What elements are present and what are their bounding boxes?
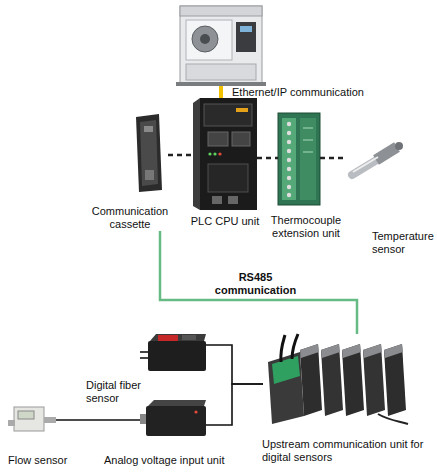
rs485-line [160,231,357,334]
protocol-label: Ethernet/IP communication [232,86,422,99]
ethernet-wire [219,86,223,99]
sensor-wire [206,345,263,384]
connection-label: RS485 communication [201,271,311,297]
machine-illustration [176,6,266,86]
dashed-connection [168,154,193,157]
sensor-wire [206,384,263,425]
temperature-sensor-illustration [352,142,403,175]
flow-sensor-illustration [8,407,56,431]
device-label: Thermocouple extension unit [267,214,345,240]
upstream-unit-illustration [268,334,408,424]
dashed-connection [320,157,345,160]
device-label: PLC CPU unit [185,215,265,228]
plc-illustration [193,98,257,210]
analog-input-unit: Analog voltage input unit [140,400,206,438]
device-label: Flow sensor [8,454,78,467]
sensor-wire [56,419,140,421]
device-label: Upstream communication unit for digital … [262,438,434,464]
cassette-illustration [136,114,162,192]
device-label: Analog voltage input unit [104,454,234,467]
communication-unit: Upstream communication unit for digital … [263,334,408,424]
flow-sensor: Flow sensor [8,405,56,433]
thermocouple-unit: Thermocouple extension unit [278,113,320,205]
thermocouple-illustration [278,113,320,205]
device-label: Digital fiber sensor [86,379,144,405]
fiber-sensor-illustration [140,334,206,371]
analog-unit-illustration [140,400,206,436]
plc-cpu-unit: PLC CPU unit [193,98,257,210]
dashed-connection [257,157,278,160]
temperature-sensor: Temperature sensor [345,140,403,182]
communication-cassette: Communication cassette [92,114,168,231]
device-label: Temperature sensor [372,230,436,256]
fiber-sensor: Digital fiber sensor [140,333,206,373]
device-label: Communication cassette [91,205,169,231]
